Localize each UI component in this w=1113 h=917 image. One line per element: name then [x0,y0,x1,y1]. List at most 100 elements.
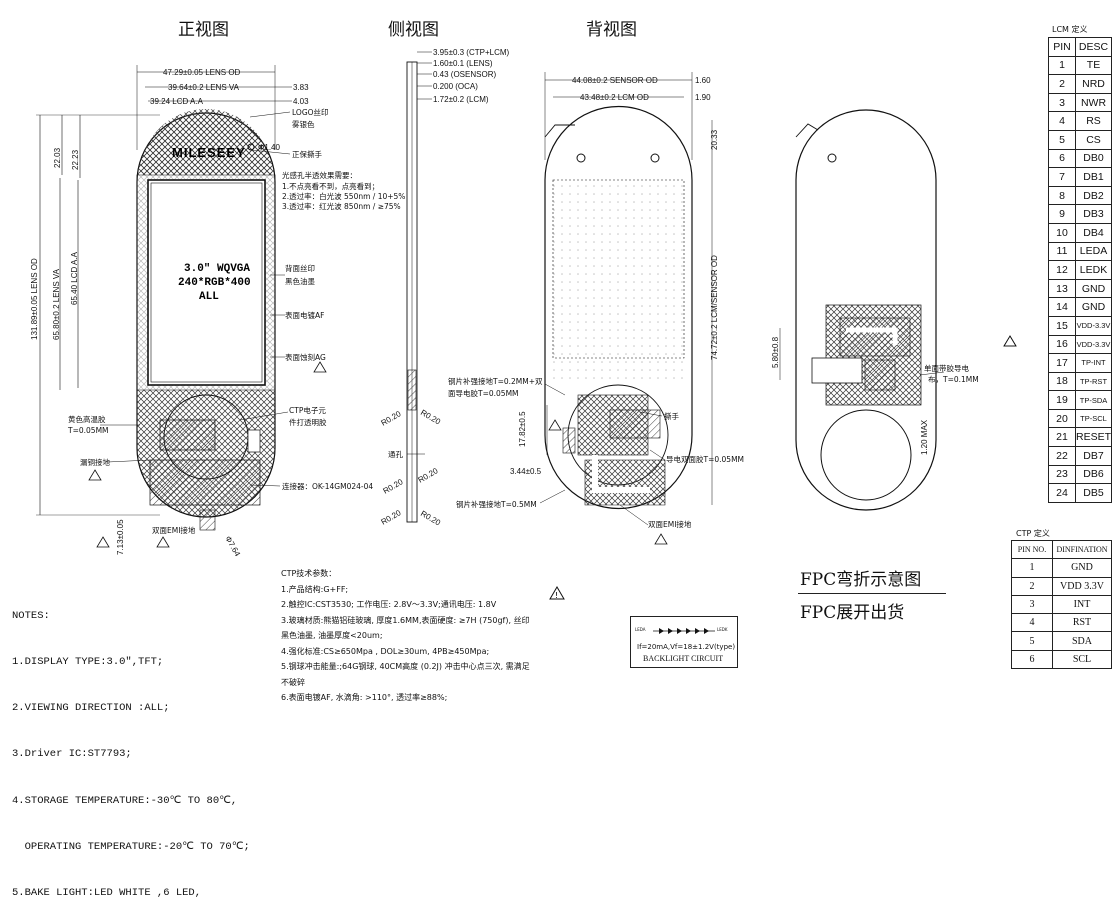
lcm-pin-number: 15 [1048,315,1076,336]
dim-lens-od-width: 47.29±0.05 LENS OD [163,68,241,77]
callout-fog-silver: 雾银色 [292,119,315,129]
lcm-pin-desc: DB2 [1074,185,1113,206]
callout-emi-ground-front: 双面EMI接地 [152,525,196,535]
display-view-text: ALL [199,291,219,303]
callout-ctp-parts: CTP电子元 [289,405,326,415]
note-line-1: 1.DISPLAY TYPE:3.0",TFT; [12,656,164,669]
back-view: 44.08±0.2 SENSOR OD 1.60 43.48±0.2 LCM O… [448,72,744,545]
ctp-note-line-4: 黑色油墨, 油墨厚度<20um; [281,631,383,640]
lcm-pin-number: 12 [1048,260,1076,280]
dim-1-90: 1.90 [695,93,711,102]
back-view-title: 背视图 [586,20,637,40]
lcm-pin-desc: DB4 [1074,222,1113,243]
lcm-pin-number: 19 [1048,390,1076,410]
lcm-pin-desc: TE [1074,55,1113,76]
ctp-note-line-7: 不破碎 [281,677,305,687]
dim-r020-6: R0.20 [419,509,442,528]
lcm-pin-desc: GND [1074,278,1113,299]
dim-lcm-od: 43.48±0.2 LCM OD [580,93,649,102]
backlight-title: BACKLIGHT CIRCUIT [643,654,724,663]
lcm-pin-desc: CS [1074,129,1113,150]
fpc-bend-caption: FPC弯折示意图 [800,570,922,590]
callout-protect-tab: 正保撕手 [292,149,322,159]
callout-back-print: 背面丝印 [285,263,315,273]
callout-conductive-tape: 面导电胶T=0.05MM [448,388,519,398]
callout-steel-ground: 钢片补强接地T=0.2MM+双 [448,376,543,386]
lcm-pin-number: 24 [1048,483,1076,503]
sensor-title: 光感孔半透效果需要： [282,170,357,180]
dim-3-83: 3.83 [293,83,309,92]
dim-17-82: 17.82±0.5 [518,411,527,447]
dim-22-03: 22.03 [53,147,62,168]
lcm-header-desc: DESC [1074,37,1113,57]
lcm-pin-number: 23 [1048,464,1076,485]
dim-phi-1-40: Φ1.40 [258,143,281,152]
ctp-note-line-1: 1.产品结构:G+FF; [281,584,349,594]
dim-lens-va-width: 39.64±0.2 LENS VA [168,83,240,92]
callout-yellow-tape: 黄色高温胶 [68,414,106,424]
lcm-pin-desc: GND [1074,297,1113,317]
lcm-pin-number: 10 [1048,222,1076,243]
lcm-pin-desc: DB6 [1074,464,1113,485]
dim-sensor-thickness: 0.43 (OSENSOR) [433,70,496,79]
lcm-pin-desc: VDD-3.3V [1074,334,1113,355]
notes-title: NOTES: [12,609,50,622]
dim-lcd-aa-height: 65.40 LCD A.A [70,251,79,305]
ctp-pin-desc: RST [1052,613,1112,633]
dim-r020-2: R0.20 [419,408,442,427]
callout-double-conductive: 导电双面胶T=0.05MM [666,454,744,464]
dim-r020-3: R0.20 [382,477,405,496]
fpc-bent-view: 5.80±0.8 1.20 MAX 单面带胶导电 布，T=0.1MM [771,109,1017,511]
ctp-pin-desc: SCL [1052,649,1112,670]
dim-ctp-lcm-thickness: 3.95±0.3 (CTP+LCM) [433,48,510,57]
note-line-4: 4.STORAGE TEMPERATURE:-30℃ TO 80℃, [12,794,238,807]
ctp-table-title: CTP 定义 [1016,529,1050,538]
callout-black-ink: 黑色油墨 [285,276,315,286]
lcm-pin-number: 9 [1048,204,1076,224]
lcm-pin-desc: DB1 [1074,167,1113,187]
ctp-pin-number: 2 [1011,576,1053,596]
lcm-pin-desc: DB5 [1074,483,1113,503]
lcm-pin-number: 7 [1048,167,1076,187]
lcm-pin-number: 8 [1048,185,1076,206]
dim-1-20-max: 1.20 MAX [920,419,929,455]
lcm-pin-number: 13 [1048,278,1076,299]
lcm-pin-desc: LEDK [1074,260,1113,280]
lcm-pin-desc: TP-SDA [1074,390,1113,410]
dim-lens-va-height: 65.80±0.2 LENS VA [52,268,61,340]
dim-lcm-thickness: 1.72±0.2 (LCM) [433,95,489,104]
brand-logo-text: MILESEEY [172,145,246,160]
side-view-title: 侧视图 [388,20,439,40]
lcm-pin-desc: NWR [1074,92,1113,113]
ctp-pin-desc: VDD 3.3V [1052,576,1112,596]
ctp-pin-number: 4 [1011,613,1053,633]
dim-20-33: 20.33 [710,129,719,150]
dim-4-03: 4.03 [293,97,309,106]
dim-lcm-sensor-od: 74.72±0.2 LCM/SENSOR OD [710,255,719,360]
lcm-pin-number: 11 [1048,241,1076,262]
callout-conductive-cloth: 单面带胶导电 [924,363,969,373]
lcm-pin-number: 1 [1048,55,1076,76]
lcm-pin-number: 16 [1048,334,1076,355]
svg-text:!: ! [555,591,558,600]
dim-1-60: 1.60 [695,76,711,85]
lcm-pin-desc: TP-INT [1074,353,1113,373]
ctp-note-line-6: 5.钢球冲击能量:;64G钢球, 40CM高度 (0.2J) 冲击中心点三次, … [281,662,530,671]
fpc-caption-divider [798,593,946,594]
drawing-canvas: 正视图 侧视图 背视图 47.29±0.05 LENS OD 39.64±0.2… [30,20,1017,558]
ctp-pin-desc: SDA [1052,631,1112,651]
note-line-3: 3.Driver IC:ST7793; [12,748,132,761]
lcm-pin-desc: TP-SCL [1074,408,1113,429]
callout-pull-tab: 撕手 [664,411,679,421]
